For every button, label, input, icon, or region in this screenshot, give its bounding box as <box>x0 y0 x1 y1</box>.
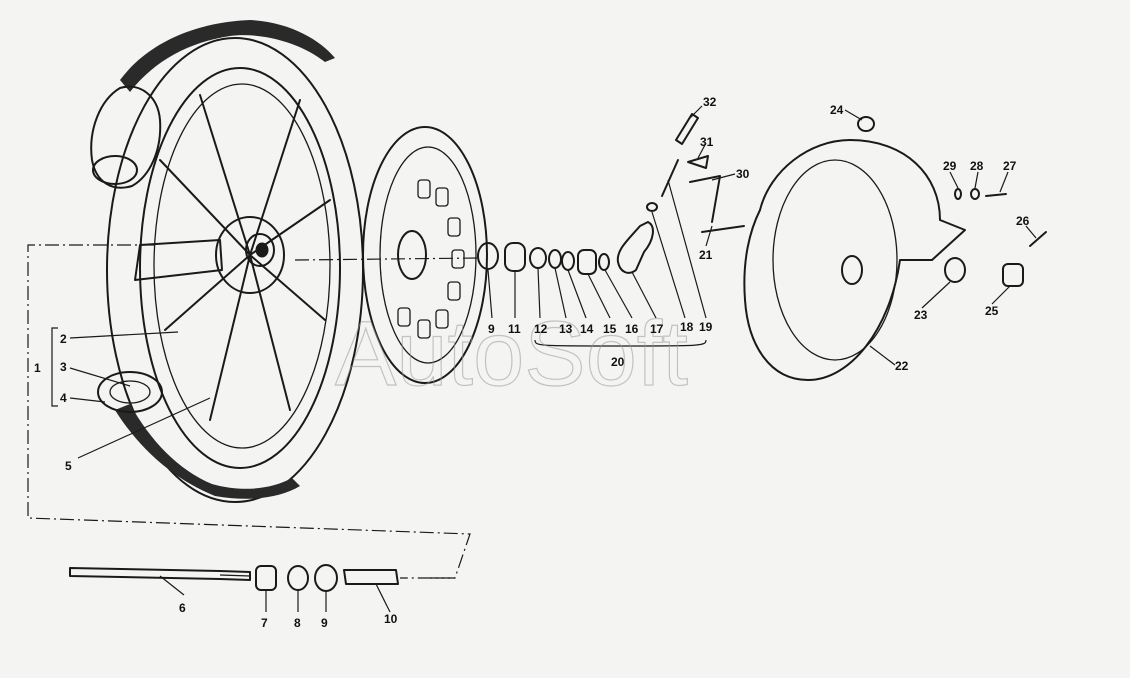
bolt-27 <box>985 193 1007 197</box>
callout-12: 12 <box>534 322 548 336</box>
group-bracket-20 <box>534 339 707 347</box>
callout-1: 1 <box>34 361 41 375</box>
callout-2: 2 <box>60 332 67 346</box>
callout-3: 3 <box>60 360 67 374</box>
washer-28 <box>970 188 980 200</box>
wheel-hub-bore-inner <box>255 242 269 258</box>
wheel-spokes <box>159 94 331 421</box>
drum-center <box>397 230 427 280</box>
callout-18: 18 <box>680 320 694 334</box>
callout-25: 25 <box>985 304 999 318</box>
callout-6: 6 <box>179 601 186 615</box>
bolt-21 <box>701 225 745 233</box>
clip-18 <box>646 202 658 212</box>
gear-15 <box>577 249 597 275</box>
callout-20: 20 <box>611 355 625 369</box>
tire-section-bottom <box>97 371 163 413</box>
nut-24 <box>857 116 875 132</box>
callout-28: 28 <box>970 159 984 173</box>
callout-9-lower: 9 <box>321 616 328 630</box>
callout-22: 22 <box>895 359 909 373</box>
callout-11: 11 <box>508 322 521 336</box>
callout-17: 17 <box>650 322 664 336</box>
ring-16 <box>598 253 610 271</box>
lever-30 <box>689 175 721 223</box>
brake-plate <box>743 116 1047 381</box>
clip-29 <box>954 188 962 200</box>
tire-section-top <box>90 85 162 189</box>
nut-7 <box>255 565 277 591</box>
callout-labels: 1 2 3 4 5 6 7 8 9 10 9 11 12 13 14 15 16… <box>34 95 1030 630</box>
brake-drum <box>362 126 488 384</box>
wheel-hub <box>215 216 285 294</box>
drum-vent-holes <box>397 179 465 339</box>
wheel-assembly <box>90 20 364 503</box>
bearing-11 <box>504 242 526 272</box>
callout-7: 7 <box>261 616 268 630</box>
washer-12 <box>529 247 547 269</box>
seal-13 <box>548 249 562 269</box>
assembly-lines <box>27 244 481 579</box>
callout-26: 26 <box>1016 214 1030 228</box>
callout-14: 14 <box>580 322 594 336</box>
callout-31: 31 <box>700 135 714 149</box>
hub-spacer-arm <box>134 239 223 281</box>
callout-19: 19 <box>699 320 713 334</box>
bearing-9-lower <box>314 564 338 592</box>
rim-inner <box>153 83 331 449</box>
tire-section-bottom-inner <box>109 380 151 404</box>
callout-24: 24 <box>830 103 844 117</box>
wheel-hub-bore <box>245 233 275 267</box>
drum-inner <box>379 146 477 364</box>
watermark-text: AutoSoft <box>335 303 688 405</box>
axle-parts-row <box>477 113 745 275</box>
brake-plate-boss <box>841 255 863 285</box>
tire-section-top-hole <box>92 155 138 185</box>
bearing-9-upper <box>477 242 499 270</box>
washer-8 <box>287 565 309 591</box>
leader-lines <box>69 105 1037 613</box>
callout-21: 21 <box>699 248 713 262</box>
callout-27: 27 <box>1003 159 1017 173</box>
callout-10: 10 <box>384 612 398 626</box>
rim-outer <box>139 67 341 469</box>
callout-13: 13 <box>559 322 573 336</box>
cotter-pin-26 <box>1029 231 1047 247</box>
axle-bottom-row <box>69 564 399 592</box>
callout-32: 32 <box>703 95 717 109</box>
spring-19 <box>661 159 679 197</box>
callout-29: 29 <box>943 159 957 173</box>
group-bracket-1 <box>51 327 58 407</box>
callout-8: 8 <box>294 616 301 630</box>
callout-16: 16 <box>625 322 639 336</box>
callout-9-upper: 9 <box>488 322 495 336</box>
sleeve-10 <box>343 569 399 585</box>
bracket-31 <box>687 155 709 169</box>
tire-tread-top <box>120 20 335 92</box>
brake-plate-outer <box>743 139 966 381</box>
callout-23: 23 <box>914 308 928 322</box>
callout-4: 4 <box>60 391 67 405</box>
tire-tread-bottom <box>115 404 300 499</box>
pin-32 <box>675 113 699 145</box>
brake-plate-inner <box>772 159 898 361</box>
cam-lever-17 <box>616 221 654 274</box>
callout-15: 15 <box>603 322 617 336</box>
ring-14 <box>561 251 575 271</box>
callout-30: 30 <box>736 167 750 181</box>
nut-25 <box>1002 263 1024 287</box>
axle-6-thread <box>219 574 251 577</box>
spacer-23 <box>944 257 966 283</box>
drum-outer <box>362 126 488 384</box>
axle-6 <box>69 567 251 581</box>
callout-5: 5 <box>65 459 72 473</box>
